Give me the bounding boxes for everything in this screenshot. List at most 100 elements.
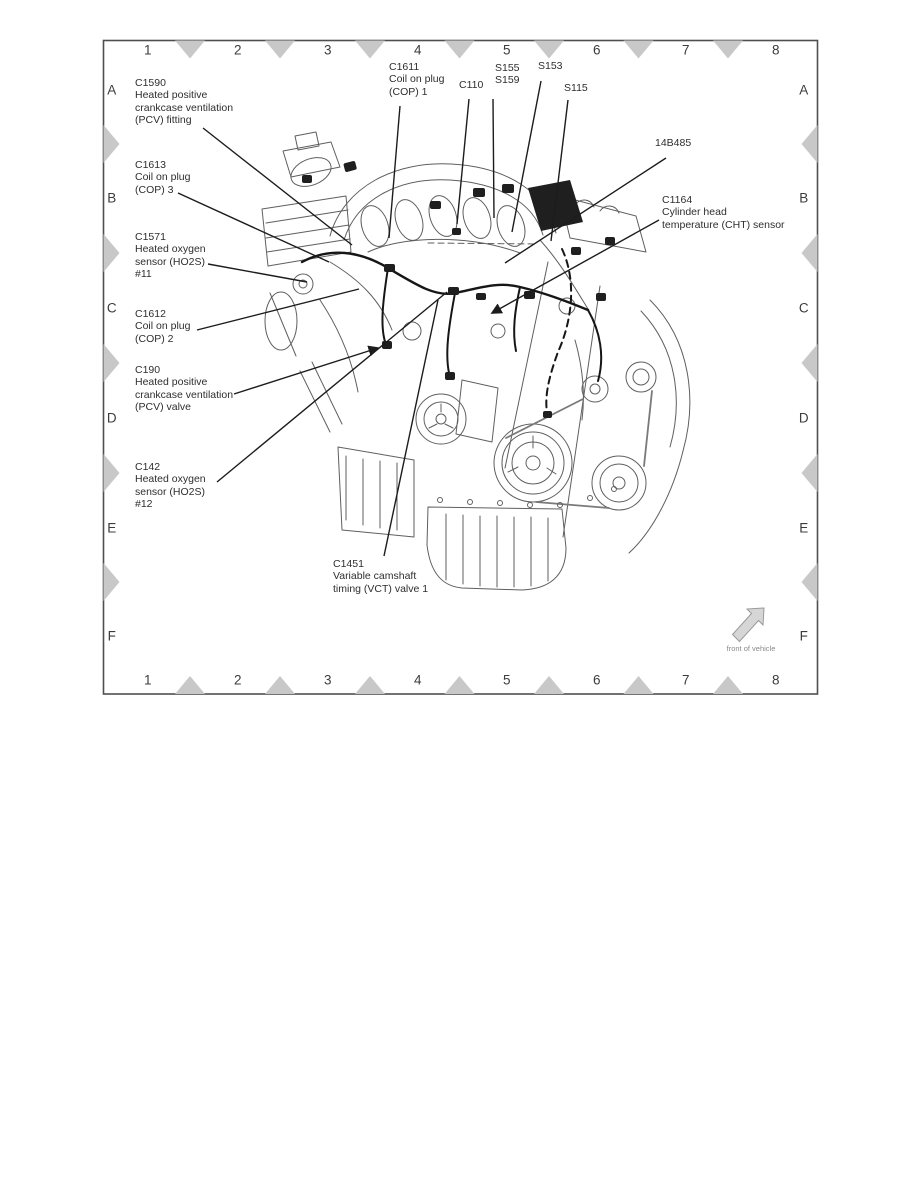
callout-line: (COP) 1	[389, 85, 428, 98]
callout-line: Coil on plug	[135, 320, 191, 333]
grid-col-top-7: 7	[681, 42, 691, 58]
grid-col-bottom-1: 1	[143, 672, 153, 688]
callout-C110: C110	[459, 79, 483, 91]
leader-line-C190	[233, 345, 380, 395]
callout-line: C142	[135, 461, 161, 473]
leader-line-14B485	[504, 157, 667, 264]
grid-col-bottom-8: 8	[771, 672, 781, 688]
callout-line: sensor (HO2S)	[135, 255, 206, 268]
grid-row-left-D: D	[106, 410, 118, 426]
grid-col-bottom-6: 6	[592, 672, 602, 688]
callout-line: C1164	[662, 194, 693, 206]
callout-line: crankcase ventilation	[135, 388, 234, 401]
leader-line-S115	[550, 99, 569, 242]
front-of-vehicle-arrow-icon	[731, 607, 765, 643]
grid-row-left-F: F	[107, 628, 117, 644]
callout-line: crankcase ventilation	[135, 101, 234, 114]
grid-row-right-F: F	[799, 628, 809, 644]
callout-line: Heated oxygen	[135, 473, 206, 486]
engine-illustration	[261, 131, 691, 591]
callout-line: C1611	[389, 61, 420, 73]
grid-col-bottom-7: 7	[681, 672, 691, 688]
callout-S115: S115	[564, 82, 588, 94]
wiring-harness	[300, 248, 603, 418]
callout-line: (COP) 3	[135, 183, 174, 196]
grid-row-left-E: E	[107, 520, 117, 536]
callout-line: Heated oxygen	[135, 243, 206, 256]
grid-row-right-B: B	[799, 190, 809, 206]
callout-line: S153	[538, 60, 563, 72]
grid-row-right-A: A	[799, 82, 809, 98]
leader-line-C1164	[490, 219, 660, 314]
leader-lines	[177, 80, 667, 557]
callout-line: S115	[564, 82, 588, 94]
callout-line: Coil on plug	[135, 171, 191, 184]
callout-line: sensor (HO2S)	[135, 485, 206, 498]
leader-line-C1613	[177, 192, 330, 263]
front-of-vehicle-label: front of vehicle	[726, 644, 776, 653]
grid-row-right-E: E	[799, 520, 809, 536]
leader-line-C1451	[383, 299, 439, 557]
callout-line: (PCV) fitting	[135, 114, 192, 127]
leader-line-C142	[216, 291, 448, 483]
grid-col-top-8: 8	[771, 42, 781, 58]
callout-line: C1612	[135, 308, 166, 320]
callout-S153: S153	[538, 60, 563, 72]
connector-blobs	[302, 161, 615, 418]
grid-row-right-C: C	[798, 300, 810, 316]
callout-line: C110	[459, 79, 484, 91]
leader-line-C1612	[196, 288, 360, 331]
leader-line-S155_S159	[492, 98, 495, 219]
grid-row-right-D: D	[798, 410, 810, 426]
callout-line: 14B485	[655, 137, 692, 149]
grid-col-bottom-3: 3	[323, 672, 333, 688]
grid-row-left-B: B	[107, 190, 117, 206]
callout-line: temperature (CHT) sensor	[662, 218, 785, 231]
callout-14B485: 14B485	[655, 137, 691, 149]
callout-line: (PCV) valve	[135, 401, 192, 414]
callout-line: Cylinder head	[662, 206, 727, 219]
grid-markers	[103, 40, 818, 694]
callout-line: S159	[495, 74, 520, 87]
leader-line-C1590	[202, 127, 353, 246]
grid-col-bottom-4: 4	[413, 672, 423, 688]
leader-line-C1611	[388, 105, 401, 239]
callout-line: timing (VCT) valve 1	[333, 582, 429, 595]
callout-line: Heated positive	[135, 376, 208, 389]
callout-line: S155	[495, 62, 520, 74]
callout-line: C1590	[135, 77, 166, 89]
grid-col-top-1: 1	[143, 42, 153, 58]
grid-col-top-6: 6	[592, 42, 602, 58]
callout-line: Variable camshaft	[333, 570, 417, 583]
callout-line: C1451	[333, 558, 364, 570]
leader-line-C1571	[207, 263, 308, 283]
grid-col-bottom-2: 2	[233, 672, 243, 688]
callout-line: #11	[135, 268, 152, 281]
callout-line: C190	[135, 364, 161, 376]
grid-col-top-5: 5	[502, 42, 512, 58]
grid-col-top-3: 3	[323, 42, 333, 58]
grid-col-top-4: 4	[413, 42, 423, 58]
grid-row-left-C: C	[106, 300, 118, 316]
callout-line: #12	[135, 498, 153, 511]
leader-line-S153	[511, 80, 542, 233]
callout-line: (COP) 2	[135, 332, 174, 345]
grid-row-left-A: A	[107, 82, 117, 98]
callout-line: Heated positive	[135, 89, 208, 102]
callout-line: C1613	[135, 159, 166, 171]
grid-col-top-2: 2	[233, 42, 243, 58]
callout-line: C1571	[135, 231, 166, 243]
callout-line: Coil on plug	[389, 73, 445, 86]
